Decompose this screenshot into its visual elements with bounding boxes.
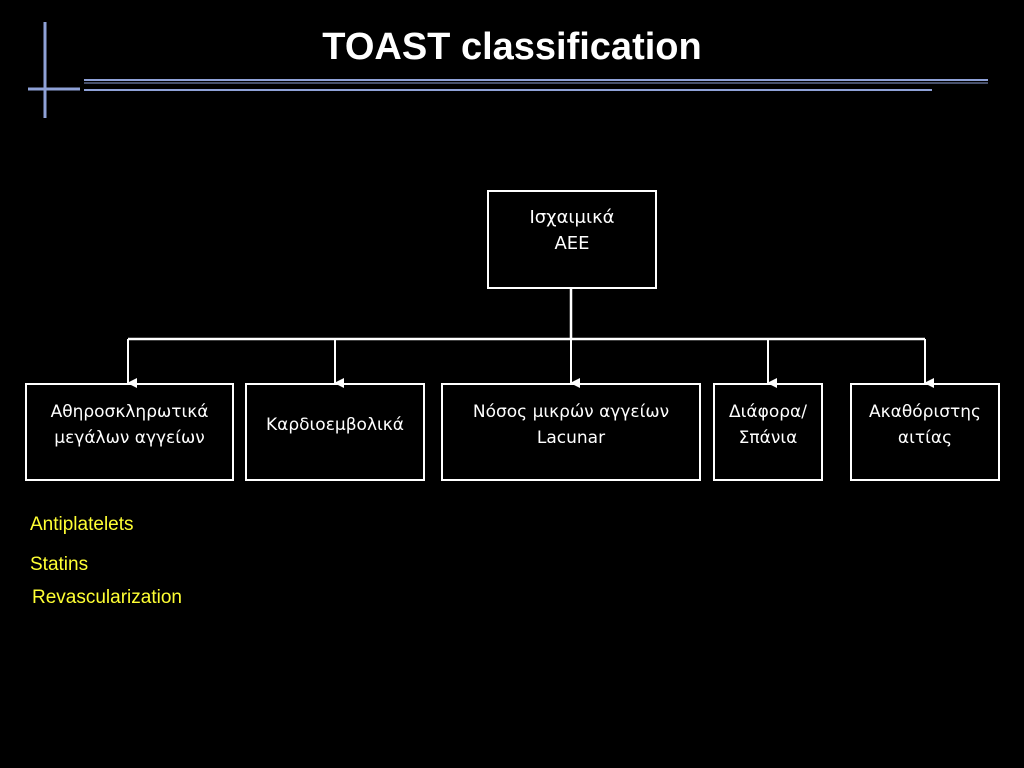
child-node-other-rare: Διάφορα/ Σπάνια [713,383,823,481]
child-node-undetermined-etiology: Ακαθόριστης αιτίας [850,383,1000,481]
diagram-connectors [127,288,934,388]
note-antiplatelets: Antiplatelets [30,514,134,535]
root-node-label-line2: ΑΕΕ [554,232,590,254]
note-revascularization: Revascularization [32,587,182,608]
child-node-cardioembolic: Καρδιοεμβολικά [245,383,425,481]
child-node-large-artery-atherosclerosis: Αθηροσκληρωτικά μεγάλων αγγείων [25,383,234,481]
child-node-small-vessel-lacunar: Νόσος μικρών αγγείων Lacunar [441,383,701,481]
root-node-ischemic-stroke: Ισχαιμικά ΑΕΕ [487,190,657,289]
header-decoration [28,22,988,118]
root-node-label-line1: Ισχαιμικά [529,206,615,228]
note-statins: Statins [30,554,89,575]
page-title: TOAST classification [322,26,702,68]
